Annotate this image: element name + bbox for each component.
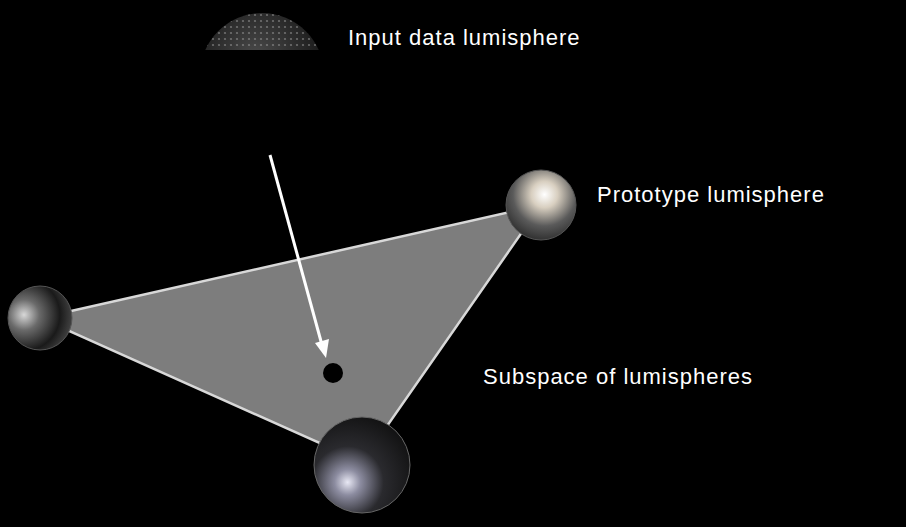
projection-arrow (270, 155, 322, 345)
prototype-sphere (506, 170, 576, 240)
input-lumisphere (200, 13, 324, 50)
label-text: Input data lumisphere (348, 26, 581, 50)
label-text: Subspace of lumispheres (483, 365, 753, 389)
label-text: Prototype lumisphere (597, 183, 825, 207)
projected-point (323, 363, 343, 383)
arrow-head (315, 339, 329, 358)
subspace-triangle (40, 205, 541, 462)
prototype-sphere (314, 417, 410, 513)
prototype-sphere (8, 286, 72, 350)
